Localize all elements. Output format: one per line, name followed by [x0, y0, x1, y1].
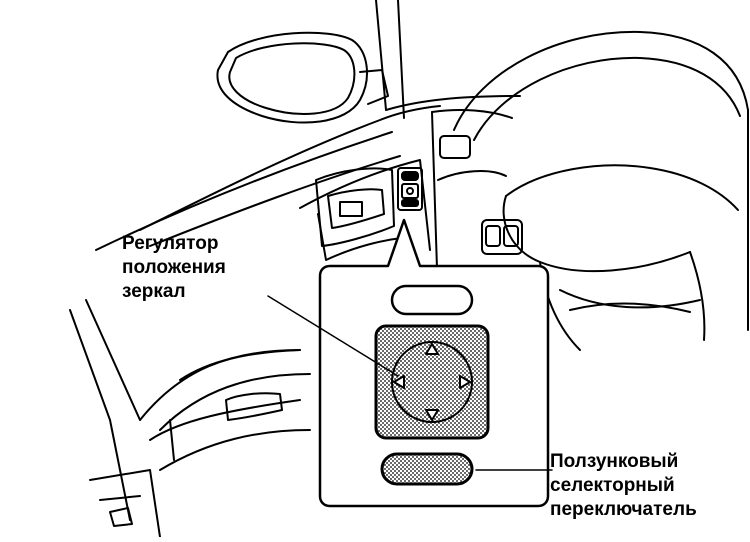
door-handle-icon	[315, 167, 395, 247]
arrow-up-icon	[425, 343, 439, 355]
mirror-switch-icon	[397, 167, 423, 211]
arrow-down-icon	[425, 409, 439, 421]
armrest	[69, 299, 311, 538]
slide-selector-label-line: Ползунковый	[550, 451, 679, 472]
a-pillar	[375, 0, 521, 119]
mirror-adjuster-label-line: положения	[122, 257, 226, 278]
slide-selector-label-line: переключатель	[550, 499, 697, 520]
mirror-adjuster-label: Регулятор положения зеркал	[122, 232, 226, 304]
slide-selector-switch	[380, 452, 474, 486]
slide-selector-label-line: селекторный	[550, 475, 675, 496]
slide-selector-label: Ползунковый селекторный переключатель	[550, 450, 697, 522]
side-mirror-icon	[216, 31, 389, 124]
mirror-adjuster-label-line: Регулятор	[122, 233, 219, 254]
door-trim	[95, 105, 441, 261]
mirror-switch-top-button	[390, 284, 474, 316]
arrow-right-icon	[459, 375, 471, 389]
arrow-left-icon	[393, 375, 405, 389]
leader-line-mirror	[267, 295, 399, 377]
mirror-joystick	[374, 324, 490, 440]
mirror-adjuster-label-line: зеркал	[122, 281, 186, 302]
